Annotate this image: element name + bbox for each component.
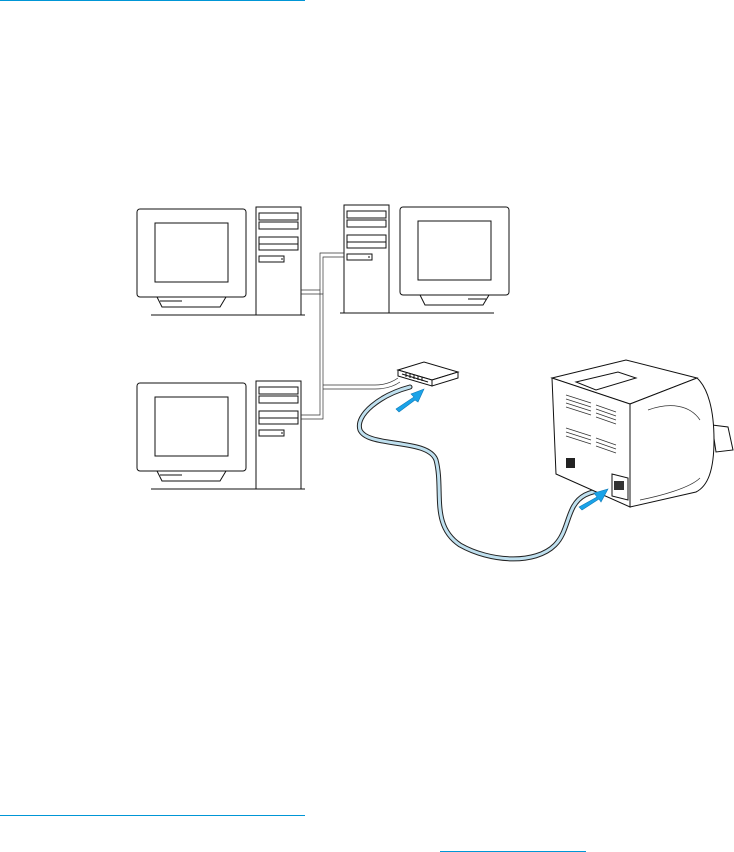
monitor <box>137 209 246 307</box>
computer-bottom-left <box>137 381 305 489</box>
tower <box>344 205 389 313</box>
computer-top-right <box>340 205 509 313</box>
tower <box>256 381 301 489</box>
computer-top-left <box>137 207 305 315</box>
printer <box>552 360 733 507</box>
network-hub <box>398 362 458 386</box>
tower <box>256 207 301 315</box>
monitor <box>400 207 509 305</box>
monitor <box>137 383 246 481</box>
